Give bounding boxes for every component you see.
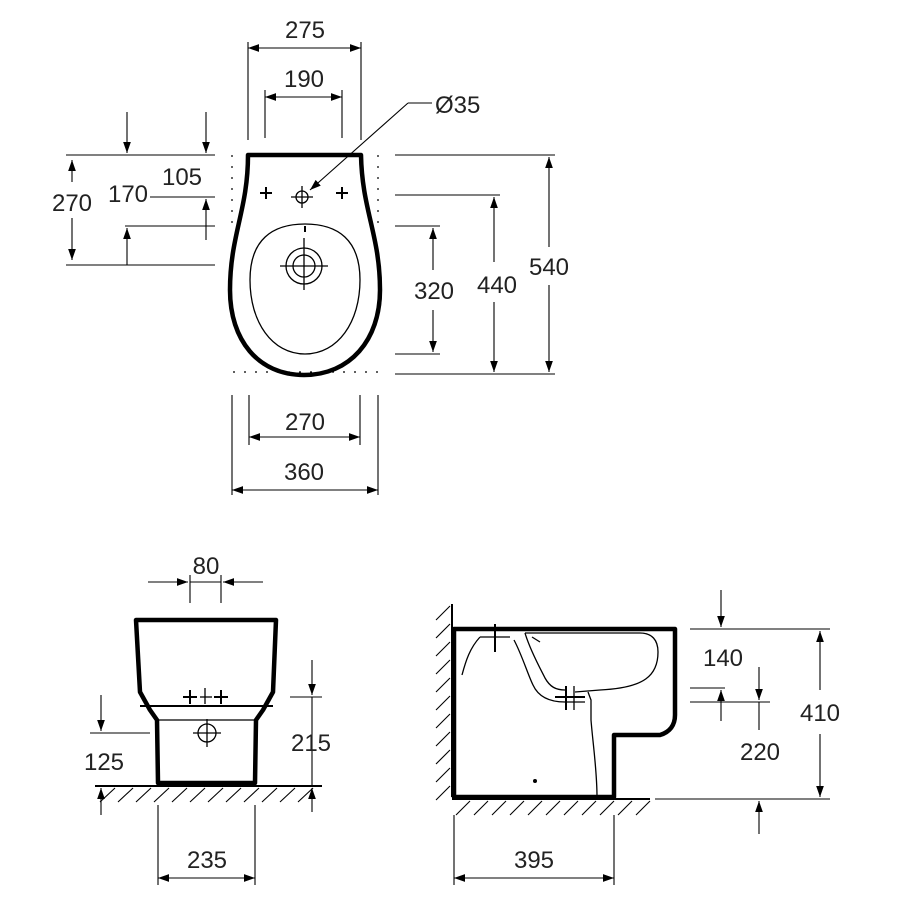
dim-width-outer: 275	[248, 17, 361, 52]
dim-tap-spacing-label: 80	[193, 553, 220, 580]
dim-width-total-label: 360	[284, 459, 324, 486]
dim-inlet-height-label: 215	[291, 730, 331, 757]
top-view: Ø35 275 190 270 170	[52, 17, 569, 495]
dim-width-inner-label: 190	[284, 66, 324, 93]
dim-base-width: 235	[158, 847, 255, 882]
bidet-side-outline	[451, 626, 678, 800]
dim-depth-bowl: 320	[414, 228, 454, 352]
side-bowl-interior	[525, 632, 659, 693]
dim-depth-mid-label: 440	[477, 272, 517, 299]
dim-inlet-offset-label: 140	[703, 645, 743, 672]
dim-width-inner: 190	[265, 66, 342, 101]
bowl-outline	[249, 223, 361, 355]
dim-inlet-offset: 140	[703, 590, 743, 721]
dim-depth-mid: 440	[477, 197, 517, 372]
tap-hole-right	[336, 187, 348, 199]
dim-offset-mid-label: 170	[108, 181, 148, 208]
front-tap-right	[214, 690, 228, 704]
dim-inlet-height: 215	[291, 660, 331, 812]
front-waste-symbol	[193, 719, 221, 747]
dim-depth-bowl-label: 320	[414, 278, 454, 305]
side-trap-pipe	[513, 639, 585, 703]
dim-offset-total: 270	[52, 160, 92, 260]
dim-hole-diameter-label: Ø35	[435, 92, 480, 119]
dim-offset-total-label: 270	[52, 190, 92, 217]
drain-symbol	[280, 238, 328, 290]
side-outlet-marker	[555, 686, 585, 710]
dim-base-width-label: 235	[187, 847, 227, 874]
front-floor-hatch	[99, 787, 314, 803]
bidet-front-outline	[133, 617, 279, 786]
side-floor-hatch	[455, 800, 651, 816]
dim-base-depth: 395	[454, 847, 614, 882]
dim-outlet-height: 220	[740, 667, 780, 834]
side-view: 140 220 410 395	[435, 590, 840, 885]
dim-base-depth-label: 395	[514, 847, 554, 874]
dim-bowl-width-label: 270	[285, 409, 325, 436]
front-tap-left	[183, 690, 197, 704]
dim-depth-total-label: 540	[529, 254, 569, 281]
side-pedestal-line	[587, 691, 598, 798]
dim-total-height-label: 410	[800, 700, 840, 727]
dim-depth-total: 540	[529, 157, 569, 372]
dim-tap-spacing: 80	[148, 553, 263, 586]
dim-width-outer-label: 275	[285, 17, 325, 44]
front-view: 80 125 215 235	[84, 553, 331, 885]
bidet-top-outline	[227, 152, 383, 378]
dim-width-total: 360	[232, 459, 378, 494]
side-wall-hatch	[435, 605, 451, 801]
dim-total-height: 410	[800, 631, 840, 797]
tap-hole-left	[260, 187, 272, 199]
dim-bowl-width: 270	[249, 409, 360, 441]
dim-outlet-height-label: 220	[740, 739, 780, 766]
dim-offset-top: 105	[162, 112, 210, 240]
dim-waste-height-label: 125	[84, 749, 124, 776]
dim-waste-height: 125	[84, 695, 124, 815]
dim-offset-top-label: 105	[162, 164, 202, 191]
dim-hole-diameter: Ø35	[309, 92, 480, 191]
tap-hole-center	[291, 186, 313, 208]
dim-offset-mid: 170	[108, 112, 148, 265]
